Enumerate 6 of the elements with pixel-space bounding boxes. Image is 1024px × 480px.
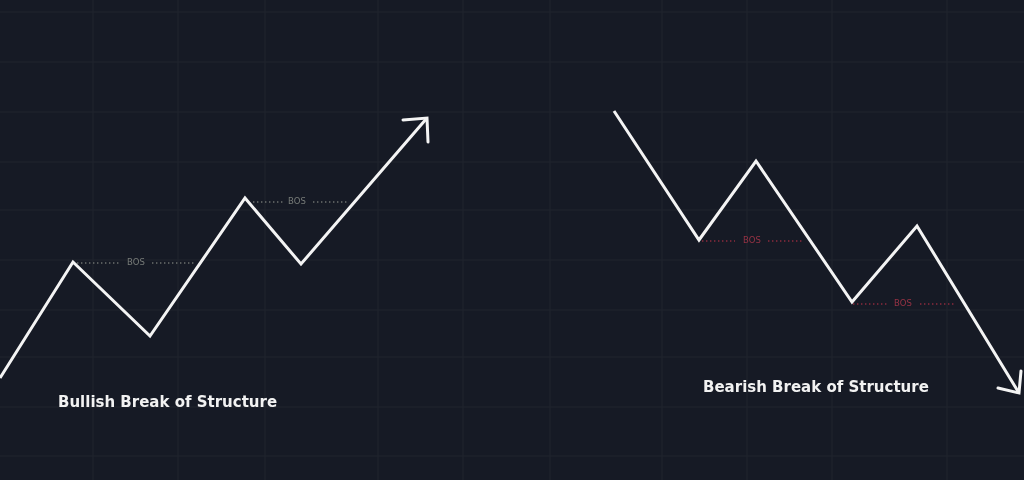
chart-caption: Bearish Break of Structure xyxy=(703,378,929,396)
level-label: BOS xyxy=(894,299,912,309)
chart-caption: Bullish Break of Structure xyxy=(58,393,278,411)
level-label: BOS xyxy=(288,197,306,207)
level-label: BOS xyxy=(127,258,145,268)
level-label: BOS xyxy=(743,236,761,246)
